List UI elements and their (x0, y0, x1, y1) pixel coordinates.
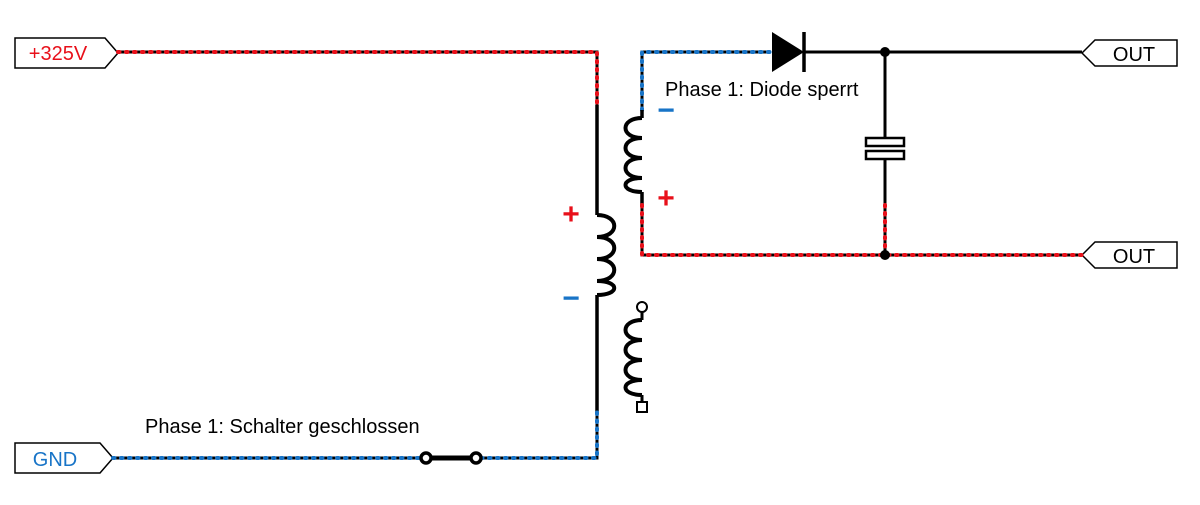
diode (772, 32, 806, 72)
secondary-minus-sign: − (657, 94, 675, 127)
wire-gnd (111, 410, 599, 460)
terminal-out-bottom: OUT (1080, 241, 1178, 269)
wire-secondary-top (640, 50, 772, 112)
terminal-out-top-label: OUT (1113, 44, 1155, 66)
terminal-vplus: +325V (14, 37, 119, 69)
primary-plus-sign: + (562, 198, 580, 231)
primary-minus-sign: − (562, 282, 580, 315)
terminal-gnd: GND (14, 442, 114, 474)
terminal-vplus-label: +325V (29, 43, 88, 65)
terminal-out-top: OUT (1080, 39, 1178, 67)
switch-closed (419, 451, 483, 465)
secondary-winding (623, 110, 644, 205)
secondary-plus-sign: + (657, 182, 675, 215)
auxiliary-winding (623, 301, 648, 413)
switch-state-annotation: Phase 1: Schalter geschlossen (145, 416, 420, 438)
terminal-gnd-label: GND (33, 449, 77, 471)
diode-state-annotation: Phase 1: Diode sperrt (665, 79, 859, 101)
wire-out-top (804, 47, 1082, 57)
wire-secondary-bottom (640, 203, 1084, 257)
wire-vplus (116, 50, 599, 107)
terminal-out-bottom-label: OUT (1113, 246, 1155, 268)
primary-winding (595, 105, 617, 412)
capacitor (864, 52, 906, 260)
